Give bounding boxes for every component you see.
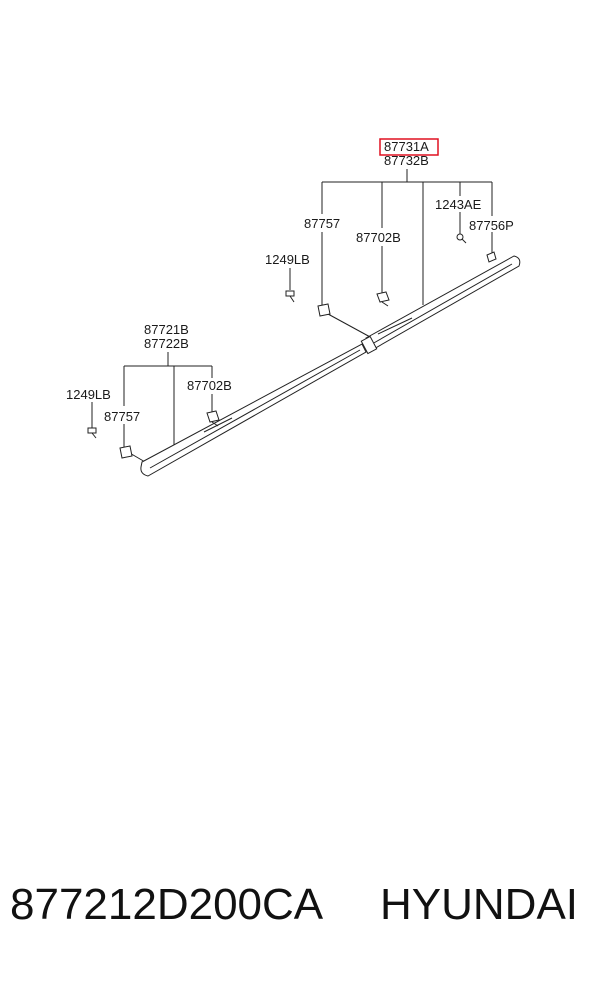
label-1249LB-lower[interactable]: 1249LB (66, 387, 111, 402)
footer: 877212D200CA HYUNDAI (0, 880, 600, 950)
label-87722B[interactable]: 87722B (144, 336, 189, 351)
label-87756P[interactable]: 87756P (469, 218, 514, 233)
label-87757-upper[interactable]: 87757 (304, 216, 340, 231)
label-87702B-upper[interactable]: 87702B (356, 230, 401, 245)
upper-leader-lines (289, 169, 493, 339)
part-number: 877212D200CA (10, 880, 324, 929)
label-87702B-lower[interactable]: 87702B (187, 378, 232, 393)
brand-name: HYUNDAI (380, 880, 579, 929)
front-door-moulding[interactable] (140, 343, 367, 477)
label-1249LB-upper[interactable]: 1249LB (265, 252, 310, 267)
label-1243AE[interactable]: 1243AE (435, 197, 482, 212)
label-87757-lower[interactable]: 87757 (104, 409, 140, 424)
rear-door-moulding[interactable] (360, 255, 521, 355)
fastener-icon (87, 233, 497, 459)
label-87721B[interactable]: 87721B (144, 322, 189, 337)
highlight-box (379, 138, 439, 156)
label-87732B[interactable]: 87732B (384, 153, 429, 168)
label-87731A[interactable]: 87731A (384, 139, 429, 154)
